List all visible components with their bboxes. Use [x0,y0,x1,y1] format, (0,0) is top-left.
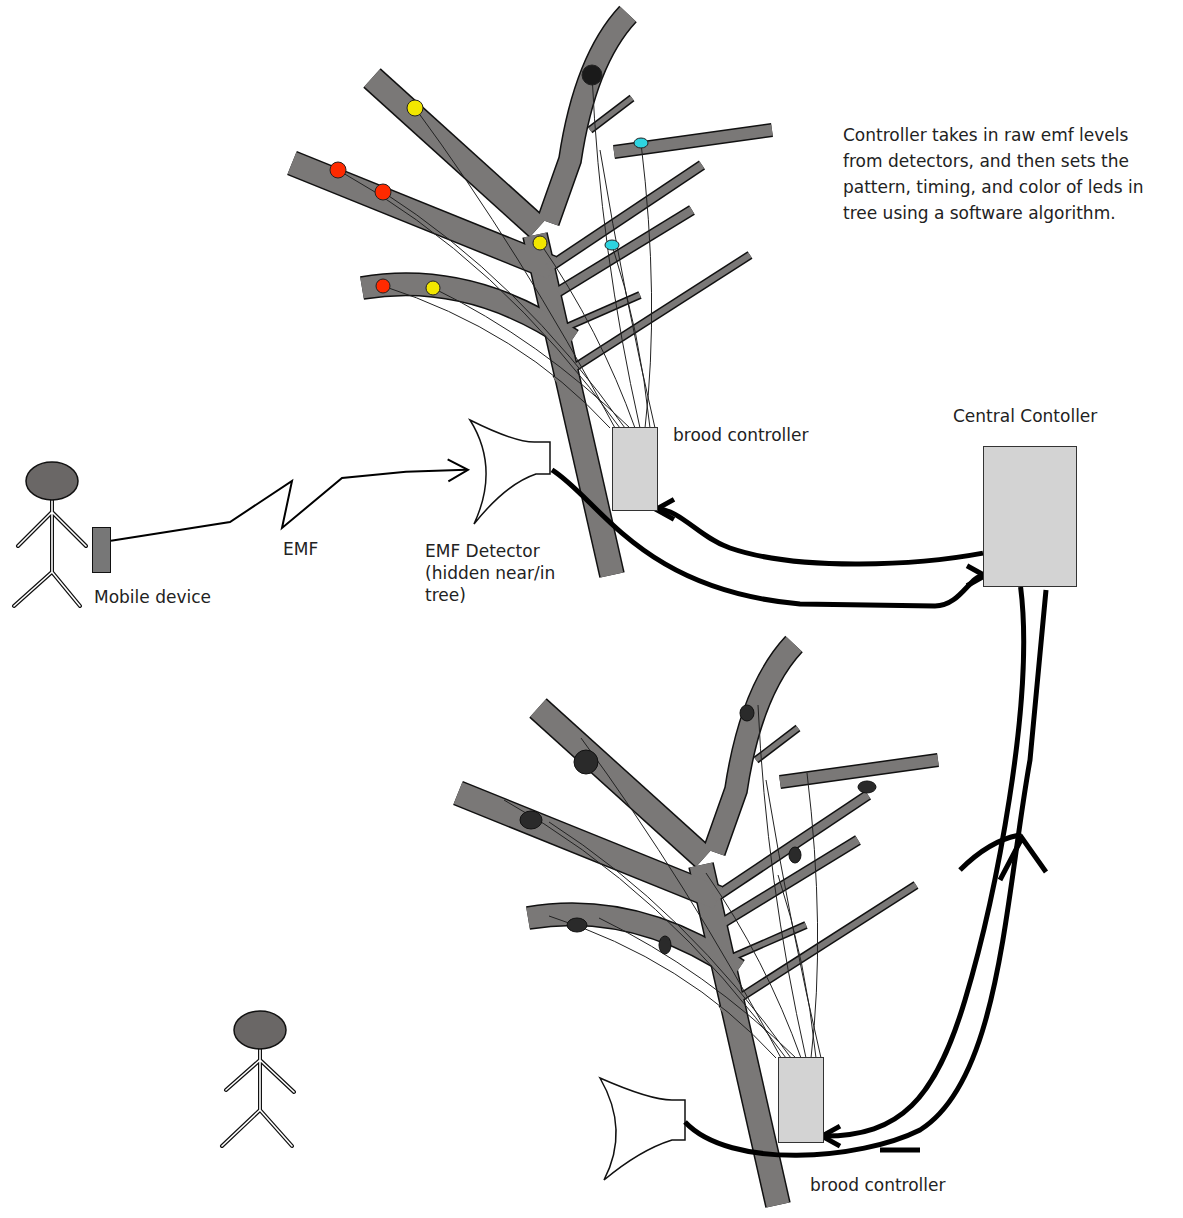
node-label: brood controller [673,424,809,446]
node-label: EMF Detector (hidden near/in tree) [425,540,570,606]
edge-label: EMF [283,538,318,560]
note-text: Controller takes in raw emf levels from … [843,122,1167,226]
cable [658,509,983,564]
brood-controller: brood controller [612,427,658,511]
brood-controller: brood controller [778,1057,824,1143]
node-label: Mobile device [94,586,211,608]
detector-horn [466,418,552,526]
node-label: brood controller [808,1174,948,1196]
central-controller: Central Contoller [983,446,1077,587]
emf-detector: EMF Detector (hidden near/in tree) [466,418,552,526]
node-label: Central Contoller [953,405,1097,427]
cable [824,587,1024,1136]
mobile-device: Mobile device [92,527,111,573]
emf-signal [111,470,466,541]
